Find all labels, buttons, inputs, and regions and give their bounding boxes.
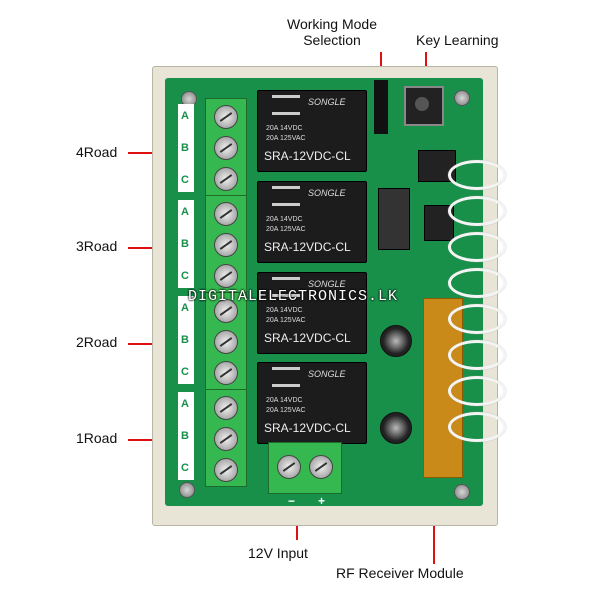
transistor-array xyxy=(378,188,410,250)
relay-spec: 20A 14VDC xyxy=(266,216,303,223)
songle-logo-icon xyxy=(272,367,300,387)
relay-spec: 20A 125VAC xyxy=(266,226,306,233)
terminal-block-1 xyxy=(205,389,247,487)
songle-logo-icon xyxy=(272,95,300,115)
relay-model: SRA-12VDC-CL xyxy=(264,331,351,345)
relay-spec: 20A 125VAC xyxy=(266,407,306,414)
songle-logo-icon xyxy=(272,186,300,206)
terminal-screw[interactable] xyxy=(214,396,238,420)
road2-label: 2Road xyxy=(76,334,118,350)
relay-brand: SONGLE xyxy=(308,188,346,198)
road1-label: 1Road xyxy=(76,430,118,446)
relay-model: SRA-12VDC-CL xyxy=(264,421,351,435)
terminal-screw[interactable] xyxy=(214,458,238,482)
mode-jumper[interactable] xyxy=(374,80,388,134)
relay-3: SONGLE 20A 14VDC 20A 125VAC SRA-12VDC-CL xyxy=(257,181,367,263)
terminal-block-3 xyxy=(205,195,247,293)
working-mode-line1: Working Mode xyxy=(286,16,377,32)
relay-brand: SONGLE xyxy=(308,369,346,379)
terminal-screw[interactable] xyxy=(214,167,238,191)
terminal-screw[interactable] xyxy=(214,330,238,354)
relay-brand: SONGLE xyxy=(308,279,346,289)
working-mode-line2: Selection xyxy=(303,32,361,48)
terminal-screw[interactable] xyxy=(214,427,238,451)
road3-label: 3Road xyxy=(76,238,118,254)
relay-brand: SONGLE xyxy=(308,97,346,107)
mount-screw-bottom-left xyxy=(179,482,195,498)
relay-spec: 20A 125VAC xyxy=(266,317,306,324)
relay-spec: 20A 14VDC xyxy=(266,307,303,314)
terminal-block-4 xyxy=(205,98,247,196)
mount-screw-bottom-right xyxy=(454,484,470,500)
terminal-screw[interactable] xyxy=(214,299,238,323)
watermark: DIGITALELECTRONICS.LK xyxy=(188,288,399,305)
power-minus-sign: − xyxy=(288,494,296,508)
relay-spec: 20A 14VDC xyxy=(266,397,303,404)
terminal-screw[interactable] xyxy=(214,202,238,226)
relay-spec: 20A 125VAC xyxy=(266,135,306,142)
capacitor-bottom xyxy=(380,412,412,444)
relay-model: SRA-12VDC-CL xyxy=(264,240,351,254)
road4-label: 4Road xyxy=(76,144,118,160)
antenna-coil xyxy=(448,160,506,460)
capacitor-top xyxy=(380,325,412,357)
terminal-screw[interactable] xyxy=(214,233,238,257)
working-mode-label: Working Mode Selection xyxy=(282,16,382,48)
relay-model: SRA-12VDC-CL xyxy=(264,149,351,163)
terminal-screw[interactable] xyxy=(214,361,238,385)
relay-spec: 20A 14VDC xyxy=(266,125,303,132)
learning-key-button[interactable] xyxy=(404,86,444,126)
songle-logo-icon xyxy=(272,277,300,297)
relay-1: SONGLE 20A 14VDC 20A 125VAC SRA-12VDC-CL xyxy=(257,362,367,444)
terminal-block-2 xyxy=(205,292,247,390)
terminal-screw[interactable] xyxy=(214,264,238,288)
relay-2: SONGLE 20A 14VDC 20A 125VAC SRA-12VDC-CL xyxy=(257,272,367,354)
power-terminal xyxy=(268,442,342,494)
relay-4: SONGLE 20A 14VDC 20A 125VAC SRA-12VDC-CL xyxy=(257,90,367,172)
input-12v-label: 12V Input xyxy=(248,545,308,561)
mount-screw-top-right xyxy=(454,90,470,106)
terminal-screw[interactable] xyxy=(214,136,238,160)
power-plus-sign: + xyxy=(318,494,326,508)
power-screw-plus[interactable] xyxy=(309,455,333,479)
power-screw-minus[interactable] xyxy=(277,455,301,479)
key-learning-label: Key Learning xyxy=(416,32,499,48)
terminal-screw[interactable] xyxy=(214,105,238,129)
rf-module-label: RF Receiver Module xyxy=(336,565,464,581)
